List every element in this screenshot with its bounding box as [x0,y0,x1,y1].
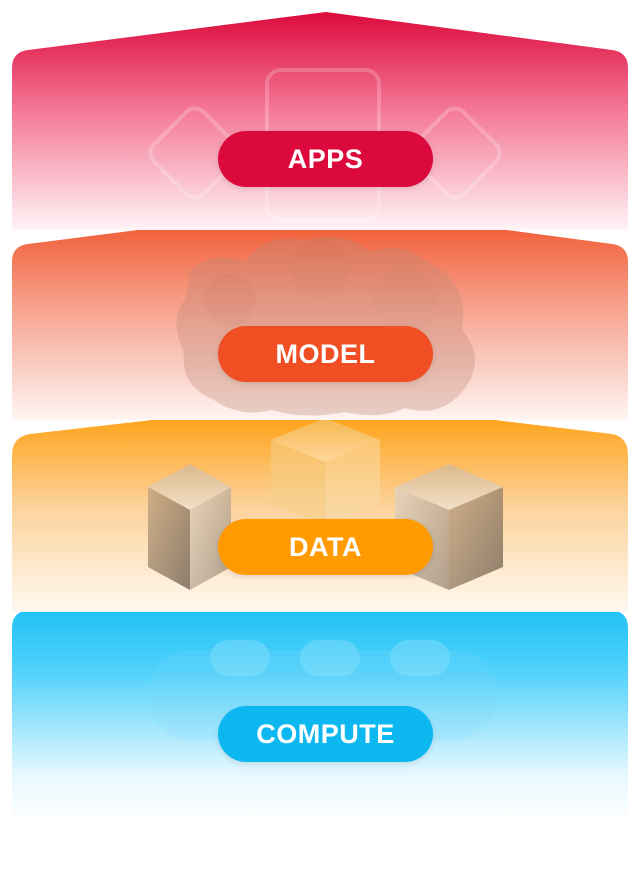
apps-layer-shape [12,12,628,230]
apps-label-pill: APPS [218,131,433,187]
data-label-pill: DATA [218,519,433,575]
data-cubes-icon [148,418,503,590]
apps-layer [12,12,628,230]
model-layer-shape [12,206,628,420]
model-layer [12,206,628,420]
model-label-pill: MODEL [218,326,433,382]
compute-label-pill: COMPUTE [218,706,433,762]
data-layer [12,400,628,612]
compute-layer [12,588,628,822]
compute-layer-shape [12,588,628,822]
